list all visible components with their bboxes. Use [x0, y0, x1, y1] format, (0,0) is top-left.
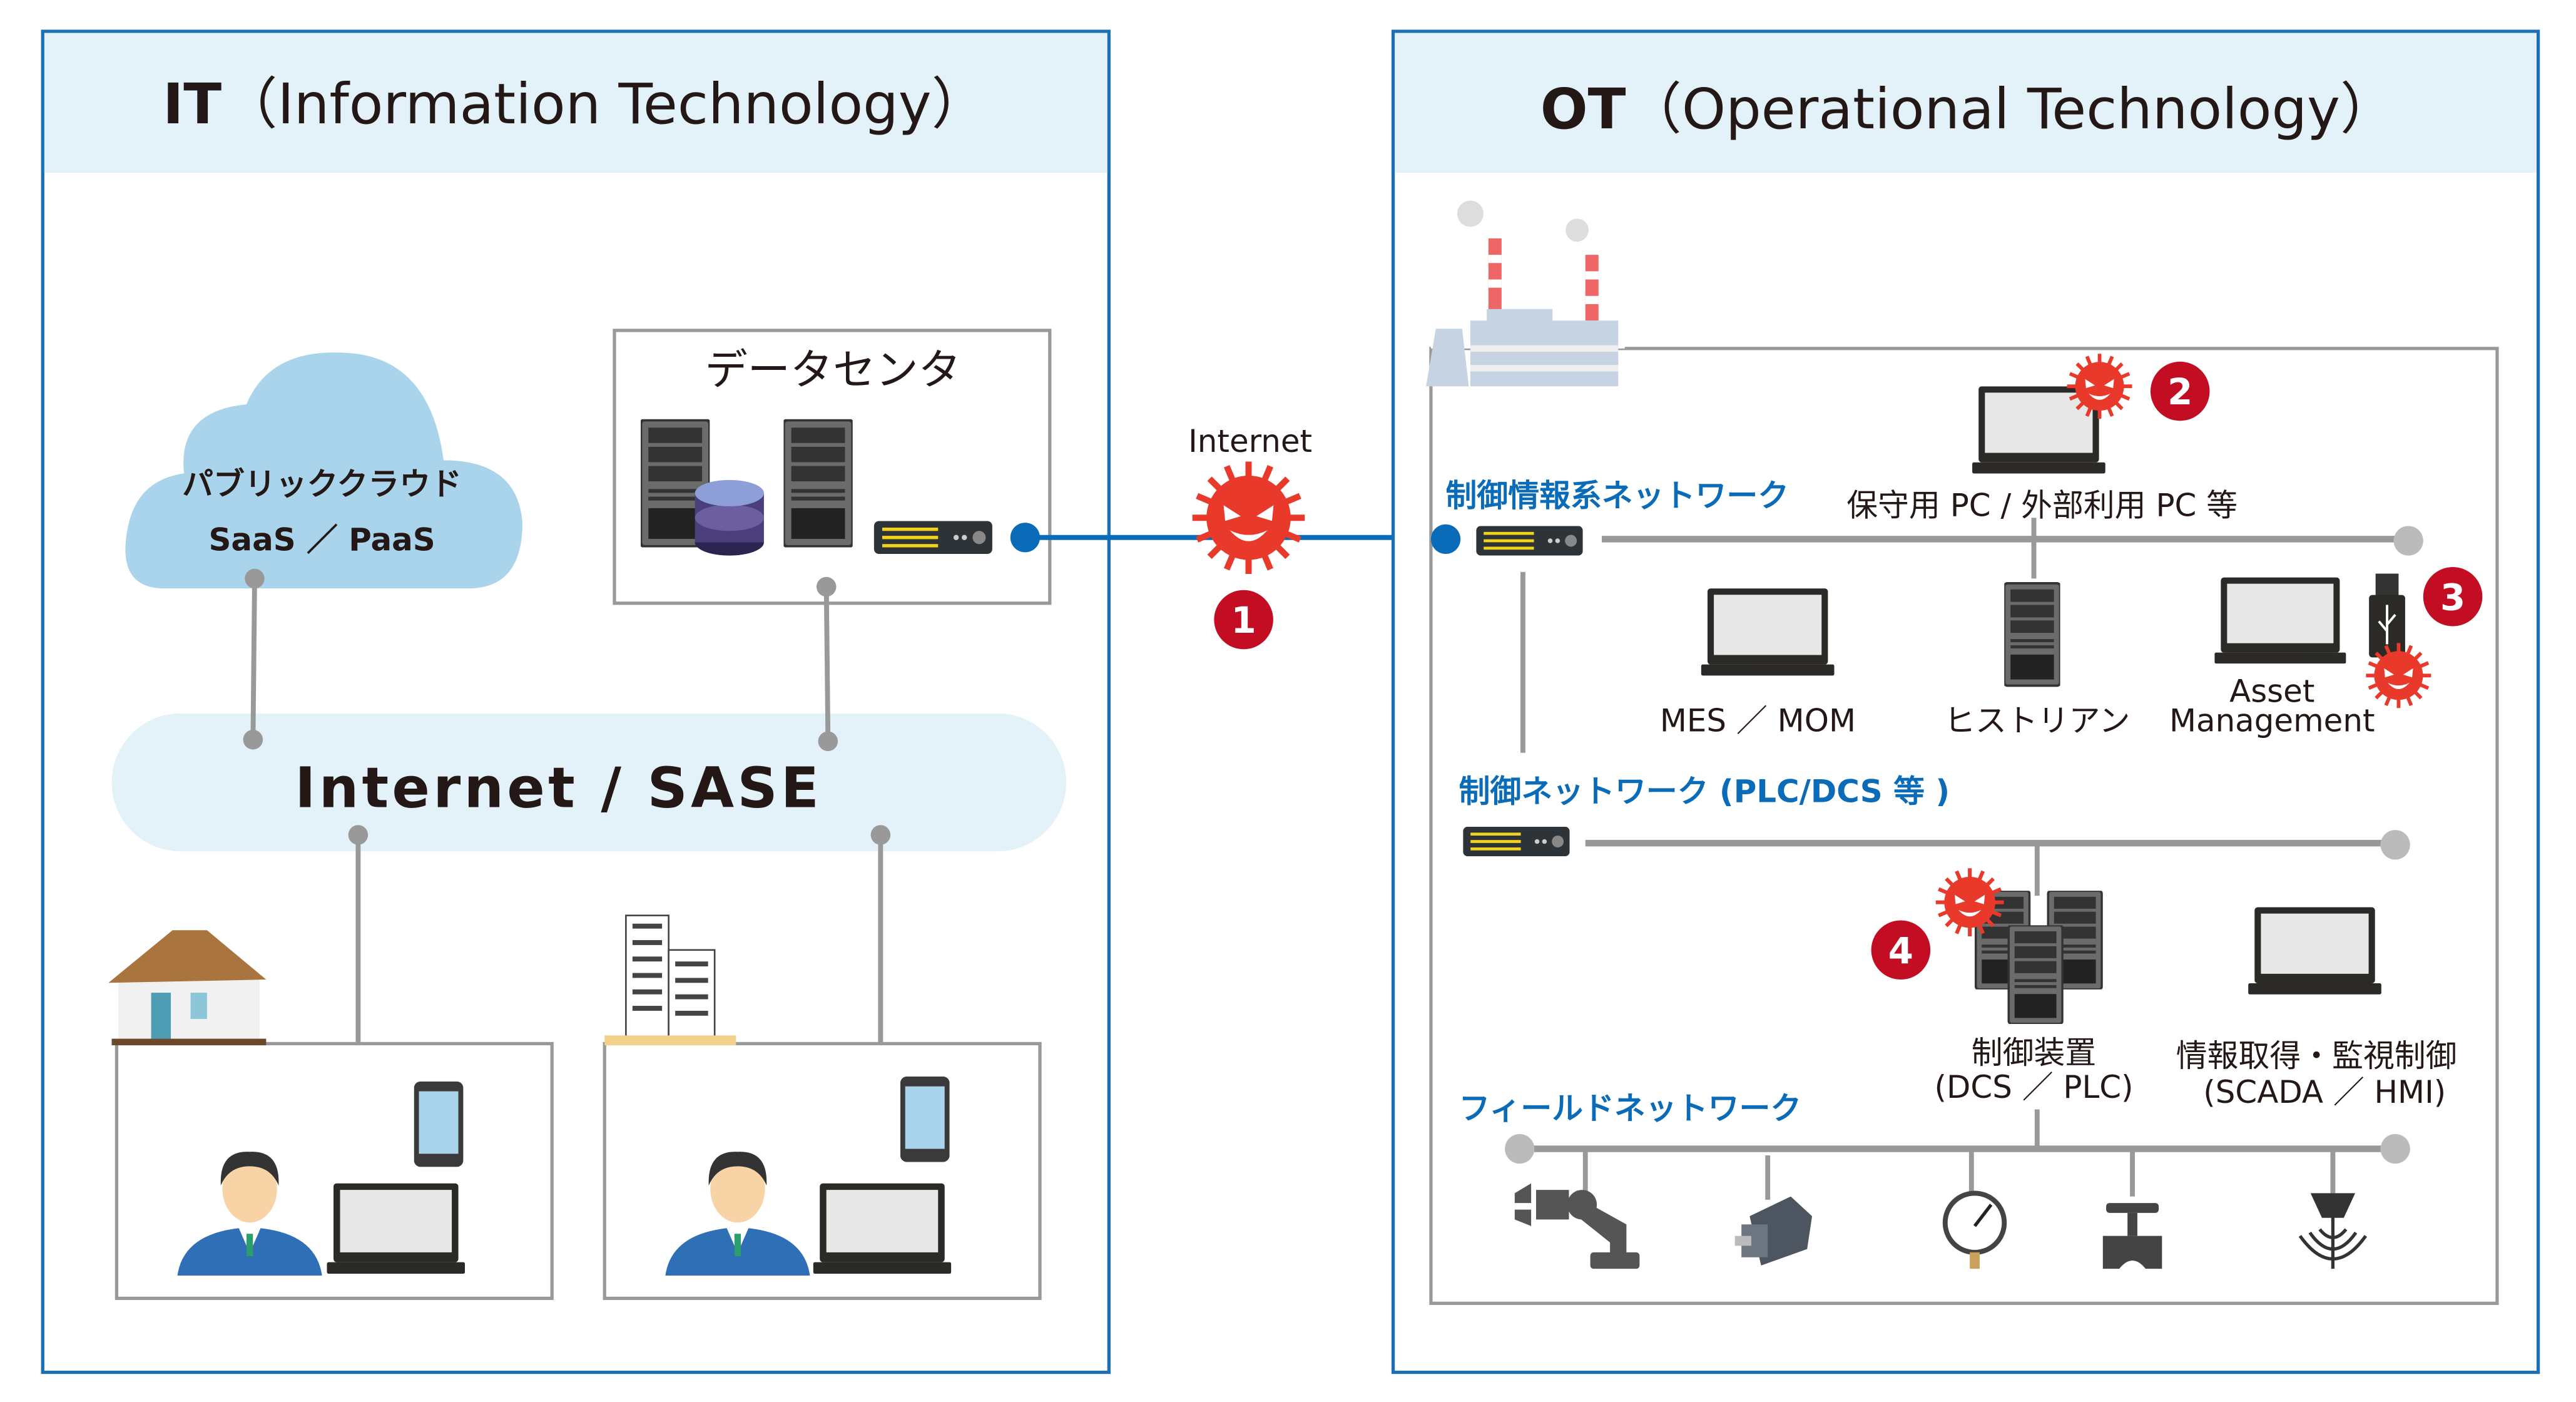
- controller-label: 制御装置: [1972, 1035, 2097, 1071]
- smartphone-icon: [414, 1081, 464, 1167]
- network-label: 制御情報系ネットワーク: [1446, 478, 1789, 514]
- mes-label: MES ／ MOM: [1660, 703, 1856, 739]
- ot-title: OT（Operational Technology）: [1540, 77, 2396, 142]
- badge-number: 3: [2440, 576, 2465, 618]
- mes-laptop-icon: [1701, 588, 1835, 676]
- network-label: 制御ネットワーク (PLC/DCS 等 ): [1459, 773, 1950, 809]
- scada-label: 情報取得・監視制御: [2176, 1038, 2457, 1074]
- scada-label-2: (SCADA ／ HMI): [2203, 1074, 2446, 1110]
- internet-link: Internet 1: [1025, 423, 1446, 650]
- public-cloud: パブリッククラウド SaaS ／ PaaS: [125, 352, 522, 589]
- pressure-gauge-icon: [1942, 1190, 2007, 1269]
- house-icon: [108, 930, 267, 1046]
- asset-label: Asset: [2229, 673, 2314, 709]
- ot-panel: OT（Operational Technology） 制御情報系ネットワーク 2: [1391, 29, 2540, 1374]
- badge-number: 4: [1888, 929, 1913, 972]
- it-panel: IT（Information Technology） パブリッククラウド Saa…: [41, 29, 1111, 1374]
- asset-management-laptop-icon: [2214, 577, 2346, 664]
- threat-badge-1: [1214, 590, 1273, 650]
- usb-drive-icon: [2369, 573, 2405, 658]
- network-label: フィールドネットワーク: [1459, 1090, 1802, 1127]
- asset-label-2: Management: [2169, 703, 2375, 739]
- it-title: IT（Information Technology）: [163, 72, 987, 137]
- datacenter: データセンタ: [613, 329, 1052, 605]
- threat-badge-3: [2423, 567, 2483, 627]
- threat-badge-4: [1871, 920, 1931, 980]
- scada-laptop-icon: [2248, 907, 2381, 995]
- plant-boundary: [1429, 347, 2499, 1305]
- internet-label: Internet: [1188, 423, 1312, 459]
- internet-sase-label: Internet / SASE: [295, 755, 822, 821]
- router-icon: [1463, 826, 1570, 857]
- laptop-icon: [813, 1183, 952, 1274]
- router-icon: [1476, 526, 1583, 556]
- router-icon: [873, 521, 992, 555]
- sensor-icon: [2298, 1193, 2368, 1269]
- controller-label-2: (DCS ／ PLC): [1935, 1069, 2134, 1105]
- control-info-network: 制御情報系ネットワーク 2 保守用 PC / 外部利用 PC 等 MES ／ M…: [1430, 354, 2483, 753]
- smartphone-icon: [900, 1076, 950, 1162]
- robot-arm-icon: [1514, 1183, 1640, 1269]
- malware-icon: [1193, 461, 1305, 574]
- control-network: 制御ネットワーク (PLC/DCS 等 ) 4 制御装置 (DCS ／ PLC)…: [1459, 773, 2457, 1110]
- field-network: フィールドネットワーク: [1459, 1090, 2410, 1269]
- database-icon: [695, 479, 764, 556]
- office-site: [603, 914, 1042, 1301]
- historian-label: ヒストリアン: [1944, 703, 2130, 739]
- maintenance-pc-label: 保守用 PC / 外部利用 PC 等: [1846, 488, 2237, 524]
- cloud-sublabel: SaaS ／ PaaS: [209, 522, 435, 558]
- servo-motor-icon: [1734, 1196, 1813, 1266]
- valve-icon: [2102, 1203, 2162, 1269]
- badge-number: 2: [2167, 371, 2192, 413]
- historian-server-icon: [2004, 581, 2060, 687]
- cloud-label: パブリッククラウド: [182, 466, 462, 502]
- home-site: [108, 930, 554, 1301]
- office-building-icon: [604, 914, 736, 1046]
- factory-icon: [1426, 200, 1625, 387]
- badge-number: 1: [1231, 599, 1256, 642]
- threat-badge-2: [2150, 361, 2210, 421]
- datacenter-title: データセンタ: [705, 346, 961, 396]
- server-icon: [783, 420, 852, 546]
- laptop-icon: [327, 1183, 466, 1274]
